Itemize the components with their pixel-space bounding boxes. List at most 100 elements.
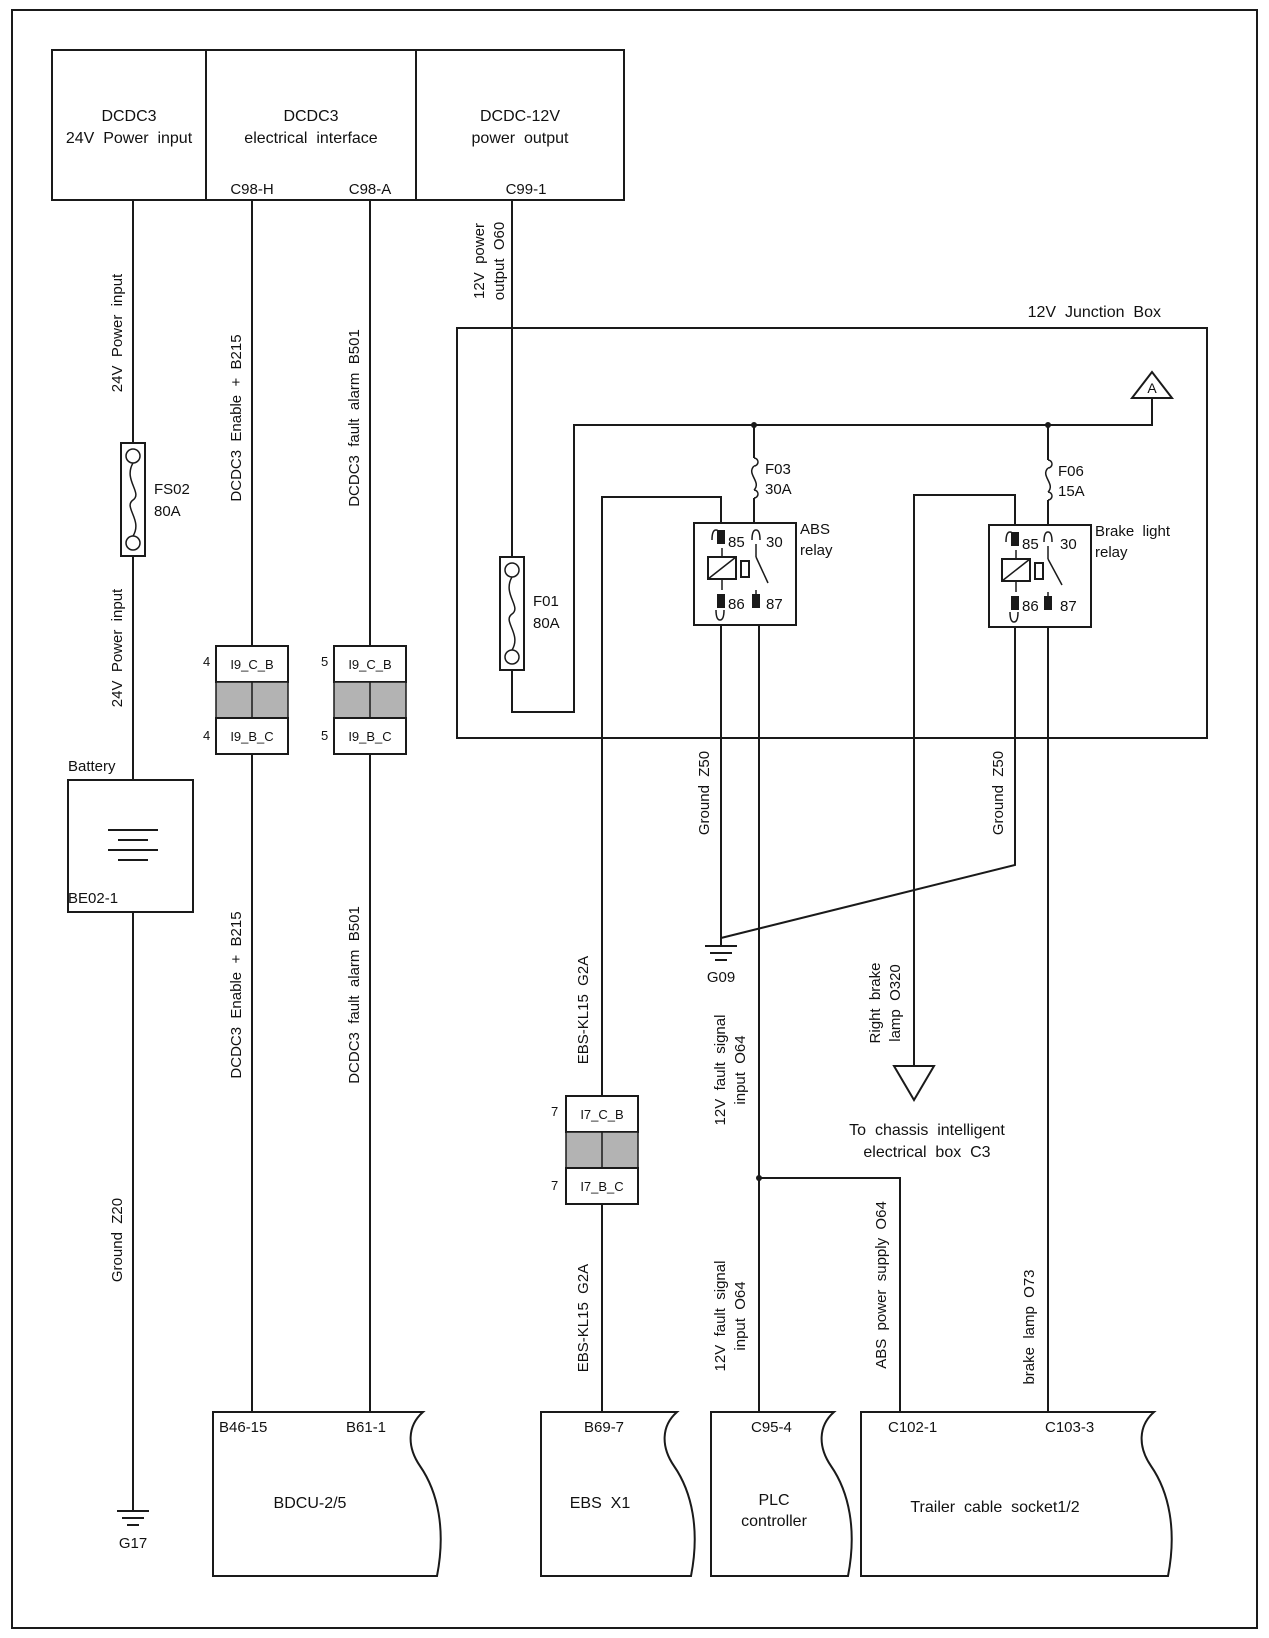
connector-i9-fault-num-top: 5 [321,654,328,669]
wire-label-ground-z20: Ground Z20 [109,1198,126,1282]
dcdc12v-module-outline [415,49,625,201]
wire-brake-86-ground [720,627,1016,939]
connector-i7-num-top: 7 [551,1104,558,1119]
fuse-f03-rating: 30A [765,481,792,498]
ecu-plc-pin1: C95-4 [751,1419,792,1436]
wire-label-enable-upper: DCDC3 Enable + B215 [228,334,245,501]
connector-i9-enable-num-top: 4 [203,654,210,669]
junction-box-12v: 12V Junction Box 12V power output O60 F0… [456,200,1208,1096]
ecu-ebs-pin1: B69-7 [584,1419,624,1436]
fuse-fs02-rating: 80A [154,503,181,520]
fuse-f03-id: F03 [765,461,791,478]
diagram-frame [11,9,1258,1629]
wire-label-ebs-upper: EBS-KL15 G2A [575,956,592,1064]
connector-i9-enable-num-bottom: 4 [203,728,210,743]
dcdc12v-output-line2: power output [472,130,570,147]
wire-label-24v-power-lower: 24V Power input [109,588,126,707]
wire-label-ground-z50-left: Ground Z50 [696,751,713,835]
junction-box-title: 12V Junction Box [1028,304,1161,321]
fuse-fs02-element [129,462,137,537]
wire-label-abs-power-supply: ABS power supply O64 [873,1201,890,1369]
battery-label: Battery [68,758,116,775]
marker-a-icon [1129,370,1175,399]
brake-relay-pin-30: 30 [1060,536,1077,553]
brake-lamp-circuit: brake lamp O73 [1021,627,1049,1412]
wire-label-right-brake-line2: lamp O320 [887,964,904,1042]
brake-relay-label-line1: Brake light [1095,523,1171,540]
connector-i7-top: I7_C_B [580,1107,623,1122]
fuse-f06-id: F06 [1058,463,1084,480]
power-24v-circuit: 24V Power input FS02 80A 24V Power input… [67,200,194,1552]
abs-relay-pin-86: 86 [728,596,745,613]
fuse-f01-id: F01 [533,593,559,610]
abs-relay-label-line2: relay [800,542,833,559]
enable-circuit: DCDC3 Enable + B215 4 I9_C_B 4 I9_B_C DC… [203,200,289,1412]
wire-label-enable-lower: DCDC3 Enable + B215 [228,911,245,1078]
battery-id: BE02-1 [68,890,118,907]
wire-label-right-brake-line1: Right brake [867,963,884,1044]
wire-label-fault-lower: DCDC3 fault alarm B501 [346,906,363,1084]
connector-i9-fault-top: I9_C_B [348,657,391,672]
ecu-ebs-outline [540,1411,696,1577]
wire-abs-85-feed [601,496,722,1096]
marker-a-label: A [1147,380,1157,396]
ecu-trailer-outline [860,1411,1173,1577]
connector-i9-fault-bottom: I9_B_C [348,729,391,744]
ecu-ebs: B69-7 EBS X1 [540,1411,696,1577]
ecu-bdcu-name: BDCU-2/5 [274,1495,347,1512]
chassis-box-line2: electrical box C3 [863,1144,990,1161]
dcdc-power-input-line1: DCDC3 [101,108,156,125]
fuse-f06-rating: 15A [1058,483,1085,500]
wire-label-fault-signal-upper-line2: input O64 [732,1035,749,1104]
ground-g09-label: G09 [707,969,735,986]
brake-relay-pin-86: 86 [1022,598,1039,615]
wire-brake-85-feed [913,494,1016,1066]
ebs-kl15-circuit: EBS-KL15 G2A 7 I7_C_B 7 I7_B_C EBS-KL15 … [551,956,639,1412]
fault-alarm-circuit: DCDC3 fault alarm B501 5 I9_C_B 5 I9_B_C… [321,200,407,1412]
wire-label-12v-output-line1: 12V power [471,223,488,299]
ground-z50-circuit: Ground Z50 Ground Z50 G09 [696,625,1016,986]
wire-label-12v-output-line2: output O60 [491,222,508,300]
connector-i9-fault-num-bottom: 5 [321,728,328,743]
right-brake-lamp-circuit: Right brake lamp O320 To chassis intelli… [849,963,1005,1161]
ecu-trailer-socket: C102-1 C103-3 Trailer cable socket1/2 [860,1411,1173,1577]
connector-i7-num-bottom: 7 [551,1178,558,1193]
wire-label-brake-lamp: brake lamp O73 [1021,1269,1038,1384]
pin-c99: C99-1 [506,181,547,198]
abs-relay-pin-30: 30 [766,534,783,551]
ecu-trailer-name: Trailer cable socket1/2 [910,1499,1079,1516]
ecu-plc-name-line2: controller [741,1513,807,1530]
wire-label-24v-power-upper: 24V Power input [109,273,126,392]
ecu-plc: C95-4 PLC controller [710,1411,853,1577]
wire-label-fault-signal-lower-line2: input O64 [732,1281,749,1350]
dcdc-module-outline [51,49,417,201]
ground-g17-icon [117,1510,149,1526]
ecu-plc-outline [710,1411,853,1577]
fuse-fs02-id: FS02 [154,481,190,498]
pin-c98a: C98-A [349,181,392,198]
fuse-f06-symbol [1045,459,1053,501]
connector-i7-ebs: 7 I7_C_B 7 I7_B_C [551,1095,639,1205]
dcdc-power-input-line2: 24V Power input [66,130,193,147]
ecu-ebs-name: EBS X1 [570,1495,631,1512]
ground-g17-label: G17 [119,1535,147,1552]
ecu-trailer-pin1: C102-1 [888,1419,937,1436]
abs-relay-pin-87: 87 [766,596,783,613]
wire-label-fault-signal-upper-line1: 12V fault signal [712,1015,729,1126]
ecu-bdcu-outline [212,1411,442,1577]
dcdc-interface-line1: DCDC3 [283,108,338,125]
connector-i9-enable-top: I9_C_B [230,657,273,672]
fuse-f03-symbol [751,457,759,499]
abs-relay-label-line1: ABS [800,521,830,538]
connector-i7-bottom: I7_B_C [580,1179,623,1194]
connector-i9-enable: 4 I9_C_B 4 I9_B_C [203,645,289,755]
wire-label-fault-signal-lower-line1: 12V fault signal [712,1261,729,1372]
battery-be02: Battery BE02-1 [67,758,194,913]
dcdc-modules: DCDC3 24V Power input DCDC3 electrical i… [51,49,625,201]
wire-label-ground-z50-right: Ground Z50 [990,751,1007,835]
brake-light-relay: 85 30 86 87 Brake light relay [988,523,1171,628]
ecu-bdcu-pin2: B61-1 [346,1419,386,1436]
connector-i9-enable-bottom: I9_B_C [230,729,273,744]
ecu-bdcu-pin1: B46-15 [219,1419,267,1436]
